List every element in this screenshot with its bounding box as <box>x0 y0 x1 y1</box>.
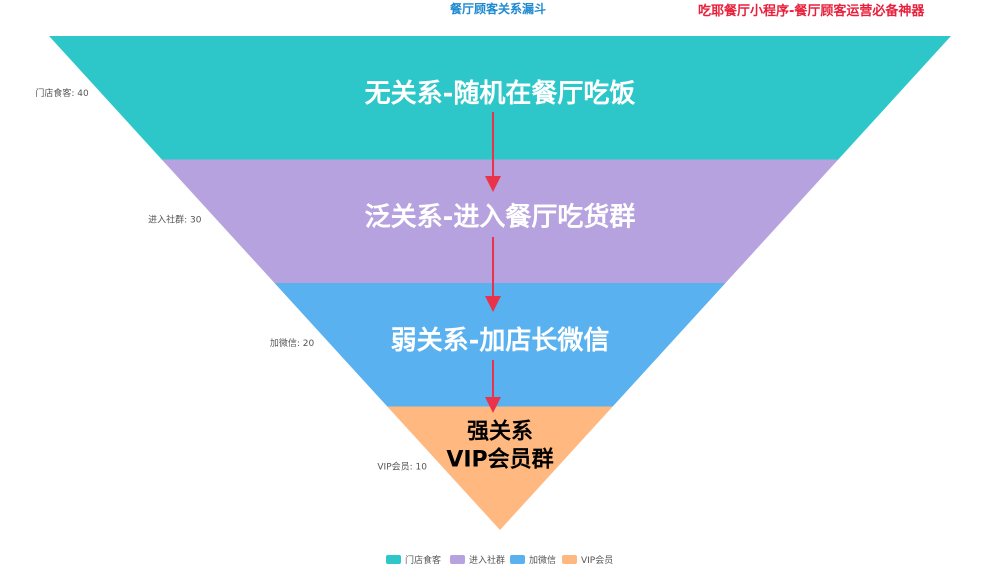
chart-subtitle: 吃耶餐厅小程序-餐厅顾客运营必备神器 <box>698 4 925 19</box>
chart-title: 餐厅顾客关系漏斗 <box>450 2 547 16</box>
funnel-segment[interactable] <box>274 283 726 407</box>
segment-inner-label: 泛关系-进入餐厅吃货群 <box>365 201 636 232</box>
funnel-segment[interactable] <box>387 406 613 531</box>
legend-label: 加微信 <box>529 554 556 566</box>
segment-side-label: VIP会员: 10 <box>377 460 427 472</box>
funnel-segment[interactable] <box>49 36 951 160</box>
segment-inner-label: 弱关系-加店长微信 <box>391 325 610 356</box>
funnel-segment[interactable] <box>161 159 839 284</box>
legend-label: 门店食客 <box>405 554 441 566</box>
legend-swatch <box>386 555 401 564</box>
segment-inner-label: VIP会员群 <box>446 447 553 473</box>
legend-item[interactable]: 加微信 <box>510 554 556 566</box>
legend-item[interactable]: 进入社群 <box>450 554 505 566</box>
legend-swatch <box>450 555 465 564</box>
segment-inner-label: 无关系-随机在餐厅吃饭 <box>365 78 636 109</box>
legend-label: 进入社群 <box>469 554 505 566</box>
legend-swatch <box>562 555 577 564</box>
segment-side-label: 加微信: 20 <box>270 337 315 349</box>
segment-side-label: 门店食客: 40 <box>35 87 89 99</box>
segment-side-label: 进入社群: 30 <box>148 213 202 225</box>
legend-label: VIP会员 <box>581 554 613 566</box>
segment-inner-label: 强关系 <box>467 420 533 445</box>
legend-item[interactable]: 门店食客 <box>386 554 441 566</box>
legend-swatch <box>510 555 525 564</box>
legend-item[interactable]: VIP会员 <box>562 554 613 566</box>
